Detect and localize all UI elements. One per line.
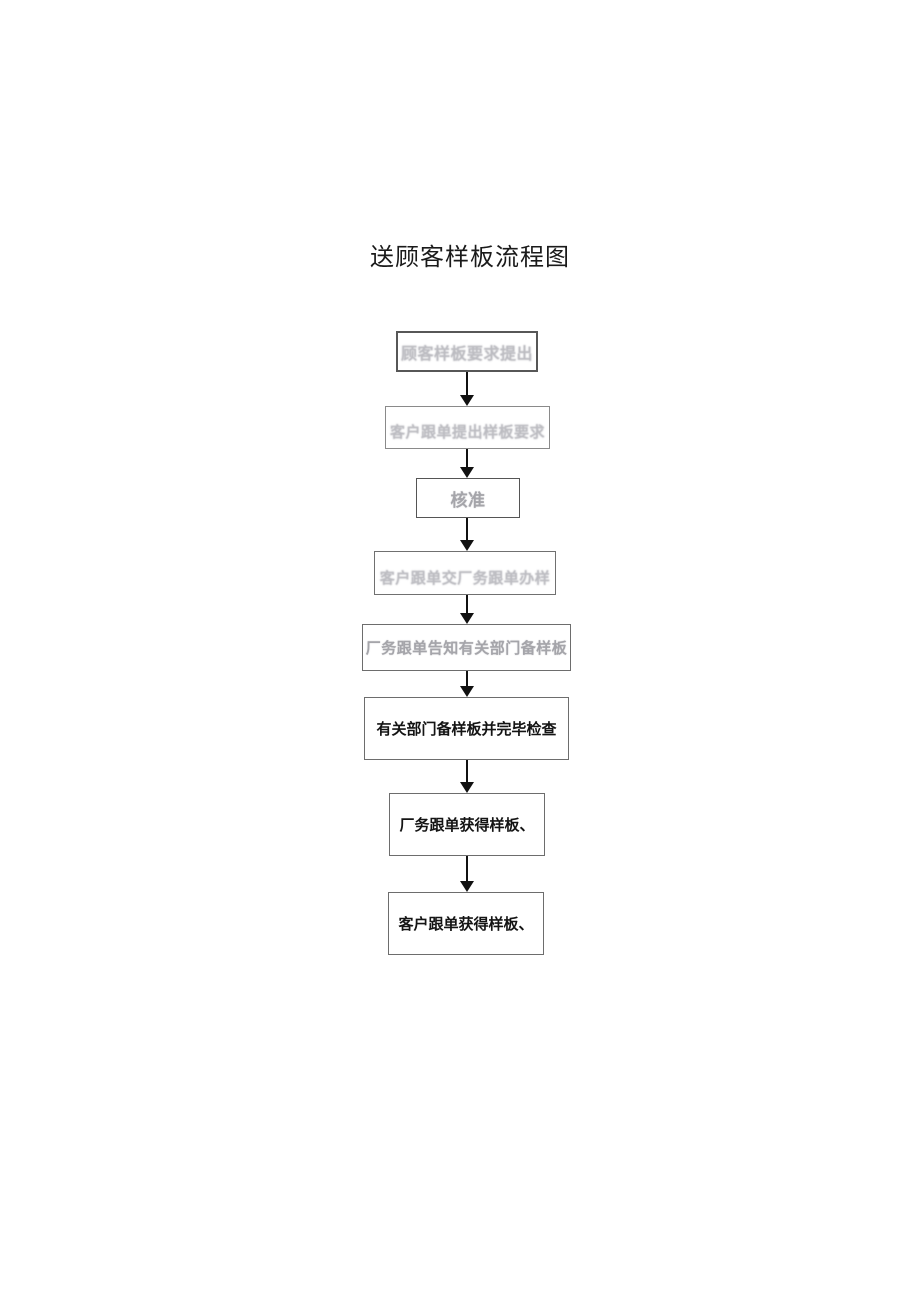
flow-node-label: 客户跟单交厂务跟单办样 (379, 569, 551, 587)
arrow-shaft (466, 856, 468, 882)
flow-node: 客户跟单获得样板、 (388, 892, 544, 955)
flow-node: 顾客样板要求提出 (396, 331, 538, 372)
arrow-head-icon (460, 540, 474, 551)
arrow-head-icon (460, 395, 474, 406)
arrow-head-icon (460, 782, 474, 793)
page-title: 送顾客样板流程图 (370, 243, 570, 271)
flow-node-label: 客户跟单获得样板、 (398, 915, 534, 933)
arrow-shaft (466, 518, 468, 541)
flow-node: 核准 (416, 478, 520, 518)
arrow-head-icon (460, 467, 474, 478)
flow-node: 厂务跟单获得样板、 (389, 793, 545, 856)
arrow-shaft (466, 372, 468, 396)
flow-node-label: 顾客样板要求提出 (400, 344, 533, 363)
flow-node: 厂务跟单告知有关部门备样板 (362, 624, 571, 671)
flow-node: 客户跟单交厂务跟单办样 (374, 551, 556, 595)
arrow-head-icon (460, 881, 474, 892)
arrow-shaft (466, 760, 468, 783)
arrow-shaft (466, 671, 468, 687)
flow-node-label: 厂务跟单告知有关部门备样板 (365, 639, 568, 657)
arrow-head-icon (460, 686, 474, 697)
flow-node-label: 有关部门备样板并完毕检查 (376, 720, 557, 738)
flow-node-label: 厂务跟单获得样板、 (399, 816, 535, 834)
flow-node-label: 客户跟单提出样板要求 (389, 423, 545, 441)
arrow-head-icon (460, 613, 474, 624)
arrow-shaft (466, 449, 468, 468)
arrow-shaft (466, 595, 468, 614)
flow-node: 客户跟单提出样板要求 (385, 406, 550, 449)
flow-node-label: 核准 (450, 490, 486, 511)
flow-node: 有关部门备样板并完毕检查 (364, 697, 569, 760)
